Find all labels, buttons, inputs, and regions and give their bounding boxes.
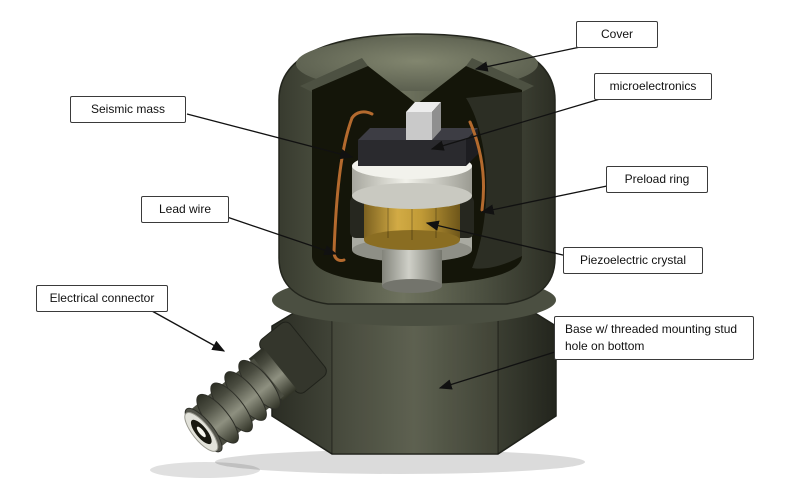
callout-arrow-micro [430, 98, 601, 151]
label-electrical-connector: Electrical connector [36, 285, 168, 312]
label-microelectronics: microelectronics [594, 73, 712, 100]
callout-arrow-base [438, 351, 556, 390]
electrical-connector-shape [184, 321, 327, 453]
post-bottom-shape [382, 279, 442, 293]
callout-arrow-connector [151, 310, 226, 352]
label-cover: Cover [576, 21, 658, 48]
label-seismic-mass: Seismic mass [70, 96, 186, 123]
microelectronics-shape [406, 102, 441, 140]
label-preload-ring: Preload ring [606, 166, 708, 193]
callout-arrows [151, 45, 608, 390]
lead-wire-shape [332, 110, 485, 262]
internals [332, 102, 485, 293]
label-lead-wire: Lead wire [141, 196, 229, 223]
label-piezoelectric-crystal: Piezoelectric crystal [563, 247, 703, 274]
callout-arrow-preload [480, 185, 608, 215]
callout-arrow-seismic [186, 113, 354, 160]
ground-shadow [150, 450, 585, 478]
callout-arrow-crystal [425, 220, 568, 257]
callout-arrow-leadwire [226, 216, 338, 256]
callout-arrow-cover [474, 45, 586, 72]
label-base: Base w/ threaded mounting stud hole on b… [554, 316, 754, 360]
